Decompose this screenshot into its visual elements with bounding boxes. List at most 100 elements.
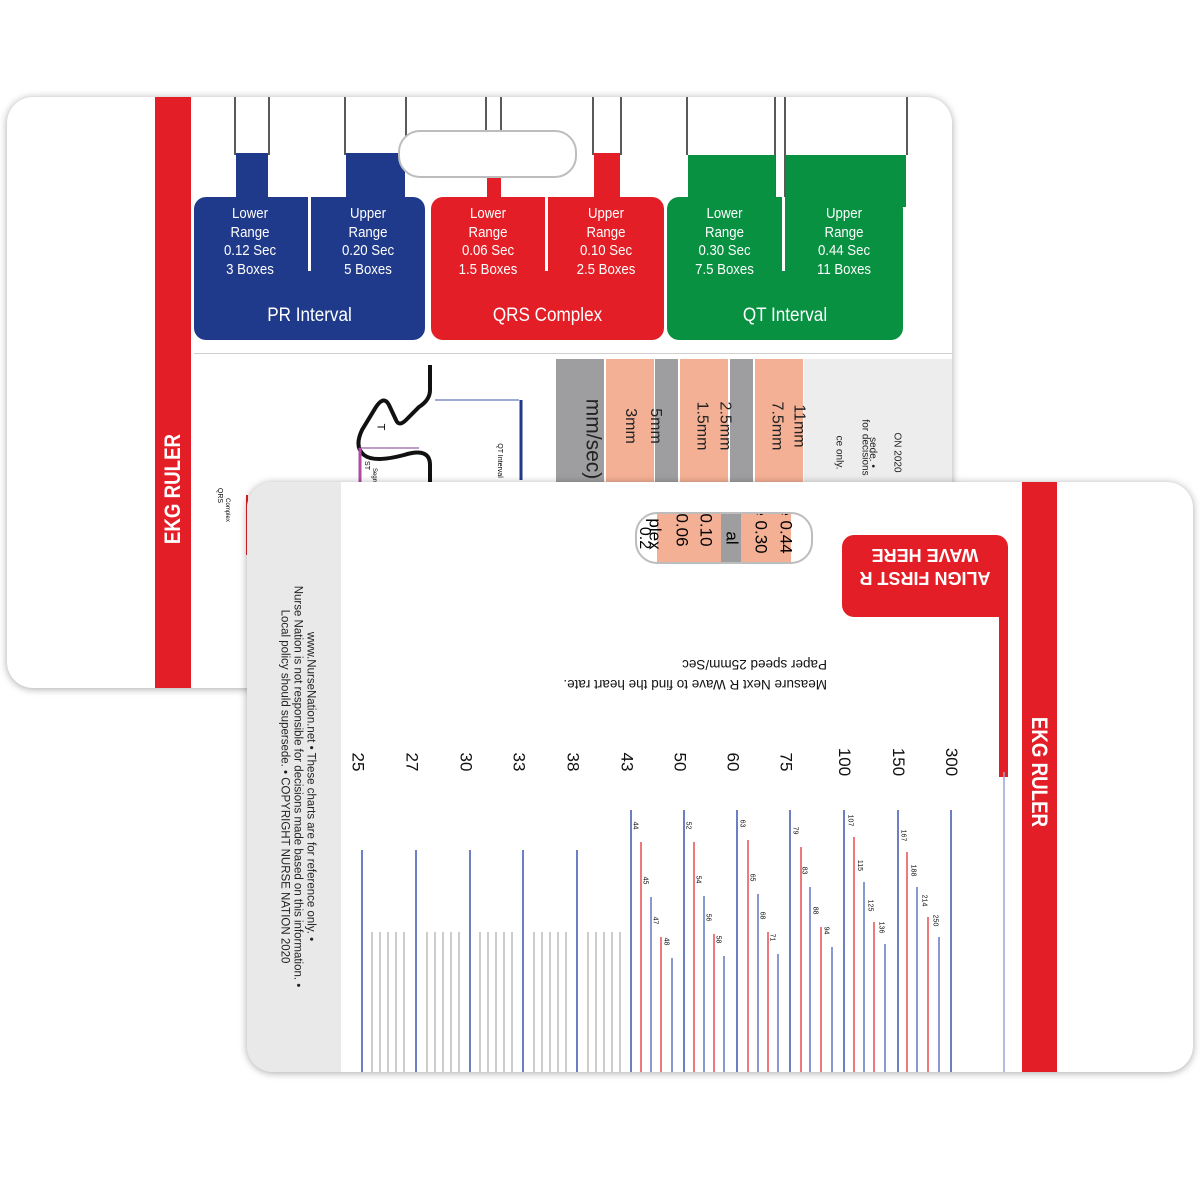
pr-lower-range: Lower Range 0.12 Sec 3 Boxes: [201, 205, 300, 279]
table-cell: 1.5mm: [693, 401, 711, 451]
pr-upper-line: Range: [348, 223, 388, 241]
rate-label-75: 75: [776, 752, 796, 772]
pr-lower-line: Range: [230, 223, 270, 241]
slot-fill: [637, 514, 657, 562]
table-cell: 5mm: [646, 408, 664, 444]
rate-label-30: 30: [456, 752, 476, 772]
note-line: ON 2020: [891, 432, 903, 473]
qrs-lower-line: 0.06 Sec: [461, 242, 515, 259]
qrs-label: QRS: [216, 487, 224, 504]
rate-label-27: 27: [402, 752, 422, 772]
rate-label-38: 38: [563, 752, 583, 772]
qrs-complex-box: Lower Range 0.06 Sec 1.5 Boxes Upper Ran…: [431, 197, 664, 340]
rate-label-83: 83: [800, 866, 808, 875]
table-cell: 3mm: [621, 408, 639, 444]
pr-lower-line: Lower: [232, 205, 268, 222]
rate-label-68: 68: [758, 911, 766, 920]
disclaimer-band: [247, 482, 341, 1072]
qrs-upper-line: Range: [586, 223, 626, 241]
brand-stripe: [1022, 482, 1057, 1072]
rate-label-214: 214: [920, 894, 928, 907]
rate-label-63: 63: [738, 819, 746, 828]
pr-upper-range: Upper Range 0.20 Sec 5 Boxes: [318, 205, 418, 279]
align-callout: ALIGN FIRST R WAVE HERE: [842, 535, 1008, 617]
t-wave-label: T: [374, 423, 387, 431]
rate-label-58: 58: [714, 935, 722, 944]
rate-label-43: 43: [617, 752, 637, 772]
rate-label-100: 100: [835, 747, 855, 777]
pr-interval-box: Lower Range 0.12 Sec 3 Boxes Upper Range…: [194, 197, 425, 340]
qt-upper-line: Range: [824, 223, 864, 241]
qt-lower-line: Range: [705, 223, 744, 241]
qt-upper-line: 0.44 Sec: [817, 242, 871, 259]
rate-label-107: 107: [846, 814, 854, 827]
qt-lower-line: 7.5 Boxes: [695, 260, 754, 278]
table-header: mm/sec): [581, 398, 605, 480]
qrs-lower-range: Lower Range 0.06 Sec 1.5 Boxes: [438, 205, 538, 279]
rate-label-25: 25: [348, 752, 368, 772]
qt-lower-range: Lower Range 0.30 Sec 7.5 Boxes: [674, 205, 775, 279]
rate-label-125: 125: [866, 899, 874, 912]
rate-label-167: 167: [899, 829, 907, 842]
rate-label-47: 47: [651, 916, 659, 925]
front-card: www.NurseNation.net • These charts are f…: [247, 482, 1193, 1072]
table-cell: 7.5mm: [768, 401, 786, 451]
section-divider: [194, 353, 952, 354]
qt-upper-line: 11 Boxes: [816, 260, 872, 278]
qt-lower-line: 0.30 Sec: [698, 242, 751, 259]
rate-label-54: 54: [694, 875, 702, 884]
st-label: ST: [362, 461, 370, 470]
rate-label-150: 150: [889, 747, 909, 777]
pr-divider: [308, 197, 311, 271]
pr-interval-title: PR Interval: [267, 305, 352, 326]
rate-label-88: 88: [811, 906, 819, 915]
rate-label-188: 188: [909, 864, 917, 877]
qt-interval-label: QT Interval: [495, 443, 503, 478]
qt-upper-range: Upper Range 0.44 Sec 11 Boxes: [792, 205, 896, 279]
slot-fill: [721, 514, 741, 562]
rate-label-52: 52: [684, 821, 692, 830]
rate-label-60: 60: [723, 752, 743, 772]
badge-slot: [398, 130, 577, 178]
rate-label-44: 44: [631, 821, 639, 830]
qrs-upper-line: 0.10 Sec: [579, 242, 633, 259]
align-pointer: [999, 617, 1008, 777]
qrs-complex-title: QRS Complex: [492, 305, 603, 326]
pr-lower-line: 3 Boxes: [226, 260, 274, 278]
qt-upper-line: Upper: [826, 205, 862, 222]
brand-label: EKG RULER: [160, 433, 185, 545]
qrs-lower-line: Lower: [470, 205, 506, 222]
slot-fill: [791, 514, 811, 562]
qt-divider: [782, 197, 785, 271]
brand-stripe: [155, 97, 191, 688]
rate-label-56: 56: [704, 913, 712, 922]
complex-label: Complex: [223, 498, 230, 522]
table-cell: 11mm: [790, 404, 808, 448]
qt-lower-line: Lower: [706, 205, 743, 222]
rate-label-48: 48: [662, 937, 670, 946]
qrs-divider: [545, 197, 548, 271]
note-line: sede. •: [866, 437, 878, 468]
table-cell: 2.5mm: [716, 401, 734, 451]
qrs-lower-line: 1.5 Boxes: [458, 260, 518, 278]
rate-label-300: 300: [942, 747, 962, 777]
pr-lower-line: 0.12 Sec: [223, 242, 277, 259]
rate-label-136: 136: [877, 921, 885, 934]
pr-upper-line: Upper: [350, 205, 386, 222]
note-line: ce only.: [833, 435, 845, 470]
rate-ruler: [361, 772, 1005, 1072]
rate-label-94: 94: [822, 926, 830, 935]
rate-label-65: 65: [748, 873, 756, 882]
qrs-upper-line: 2.5 Boxes: [576, 260, 636, 278]
qt-interval-title: QT Interval: [742, 305, 828, 326]
rate-label-71: 71: [768, 933, 776, 942]
rate-label-250: 250: [931, 914, 939, 927]
rate-label-115: 115: [856, 859, 864, 872]
rate-label-45: 45: [641, 876, 649, 885]
qrs-upper-line: Upper: [588, 205, 624, 222]
badge-slot: 0.2 0.06 0.10 plex al e 0.30 e 0.44: [635, 512, 813, 564]
pr-upper-line: 0.20 Sec: [341, 242, 395, 259]
rate-label-50: 50: [670, 752, 690, 772]
qrs-lower-line: Range: [468, 223, 508, 241]
rate-label-33: 33: [509, 752, 529, 772]
